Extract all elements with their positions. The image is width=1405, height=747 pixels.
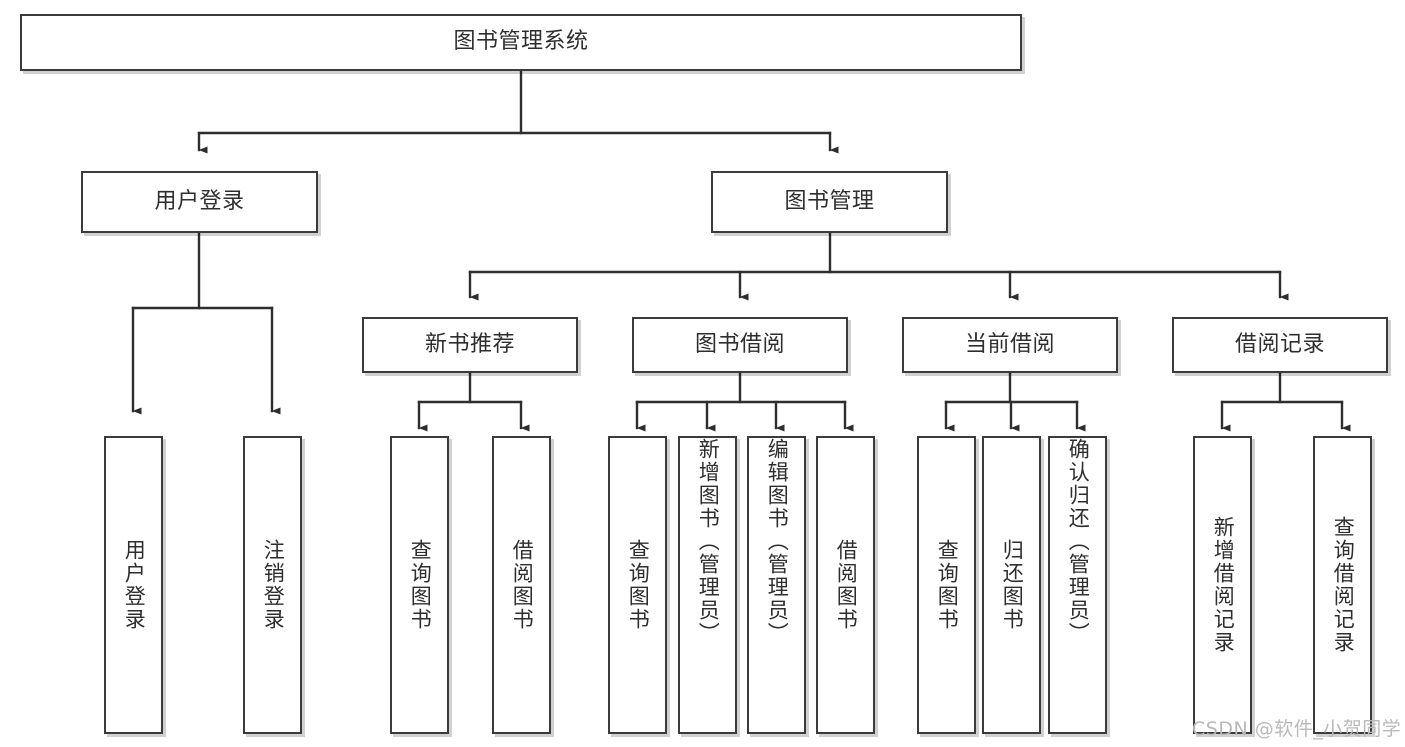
- node-book-borrow[interactable]: 图书借阅: [632, 317, 848, 373]
- leaf-user-login-label: 用户登录: [122, 539, 147, 631]
- leaf-current-return-book[interactable]: 归还图书: [982, 436, 1041, 734]
- node-new-book-rec[interactable]: 新书推荐: [362, 317, 578, 373]
- leaf-borrow-edit-book[interactable]: 编辑图书（管理员）: [747, 436, 806, 734]
- leaf-current-confirm-return[interactable]: 确认归还（管理员）: [1048, 436, 1107, 734]
- node-borrow-record-label: 借阅记录: [1234, 331, 1325, 357]
- leaf-rec-borrow-book[interactable]: 借阅图书: [492, 436, 551, 734]
- leaf-record-query-label: 查询借阅记录: [1331, 516, 1356, 654]
- leaf-borrow-borrow-book[interactable]: 借阅图书: [816, 436, 875, 734]
- leaf-borrow-borrow-book-label: 借阅图书: [834, 539, 859, 631]
- leaf-record-add-label: 新增借阅记录: [1211, 516, 1236, 654]
- node-book-manage[interactable]: 图书管理: [711, 171, 948, 233]
- leaf-borrow-query-book[interactable]: 查询图书: [608, 436, 667, 734]
- leaf-current-return-book-label: 归还图书: [1000, 539, 1025, 631]
- leaf-current-query-book[interactable]: 查询图书: [917, 436, 976, 734]
- node-new-book-rec-label: 新书推荐: [424, 331, 515, 357]
- leaf-borrow-add-book[interactable]: 新增图书（管理员）: [678, 436, 737, 734]
- leaf-borrow-edit-book-label: 编辑图书（管理员）: [765, 438, 790, 645]
- leaf-record-add[interactable]: 新增借阅记录: [1193, 436, 1252, 734]
- node-user-login-label: 用户登录: [154, 188, 245, 214]
- leaf-borrow-add-book-label: 新增图书（管理员）: [696, 438, 721, 645]
- leaf-borrow-query-book-label: 查询图书: [626, 539, 651, 631]
- node-current-borrow[interactable]: 当前借阅: [902, 317, 1118, 373]
- leaf-record-query[interactable]: 查询借阅记录: [1313, 436, 1372, 734]
- leaf-current-query-book-label: 查询图书: [935, 539, 960, 631]
- node-user-login[interactable]: 用户登录: [81, 171, 318, 233]
- node-borrow-record[interactable]: 借阅记录: [1172, 317, 1388, 373]
- leaf-rec-query-book-label: 查询图书: [408, 539, 433, 631]
- node-book-borrow-label: 图书借阅: [694, 331, 785, 357]
- leaf-rec-query-book[interactable]: 查询图书: [390, 436, 449, 734]
- leaf-user-logout-label: 注销登录: [261, 539, 286, 631]
- node-current-borrow-label: 当前借阅: [964, 331, 1055, 357]
- node-book-manage-label: 图书管理: [784, 188, 875, 214]
- node-root-label: 图书管理系统: [453, 29, 589, 55]
- leaf-user-login[interactable]: 用户登录: [104, 436, 163, 734]
- leaf-rec-borrow-book-label: 借阅图书: [510, 539, 535, 631]
- leaf-user-logout[interactable]: 注销登录: [243, 436, 302, 734]
- node-root[interactable]: 图书管理系统: [20, 14, 1022, 71]
- leaf-current-confirm-return-label: 确认归还（管理员）: [1066, 438, 1091, 645]
